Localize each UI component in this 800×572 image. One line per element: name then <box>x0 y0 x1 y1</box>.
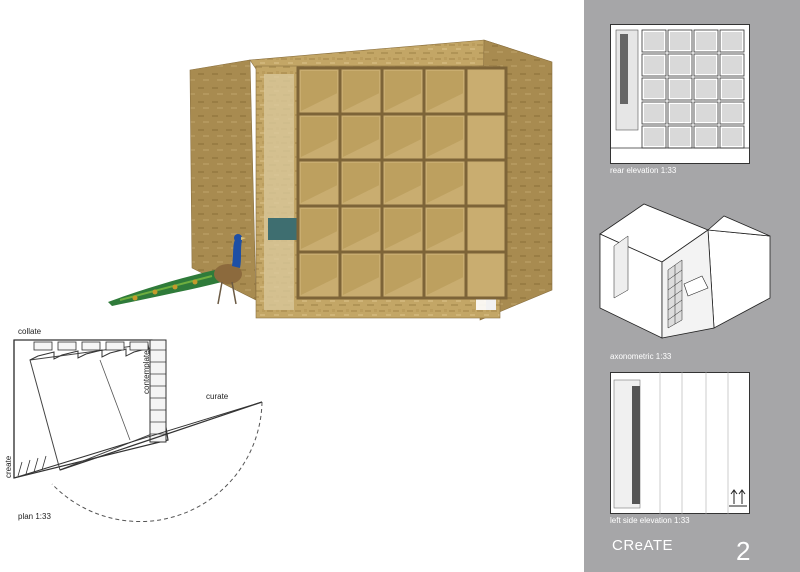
left-side-elevation-panel <box>610 372 750 514</box>
left-side-elevation-label: left side elevation 1:33 <box>610 516 690 525</box>
sidebar-panel: rear elevation 1:33 axonometric 1:33 <box>584 0 800 572</box>
plan-label-create: create <box>4 455 13 478</box>
up-arrows-icon <box>729 489 747 507</box>
rear-elevation-panel <box>610 24 750 164</box>
rear-elevation-label: rear elevation 1:33 <box>610 166 677 175</box>
plan-title: plan 1:33 <box>18 512 51 521</box>
door-swing-arc <box>51 401 263 523</box>
plan-label-contemplate: contemplate <box>142 350 151 394</box>
page-number: 2 <box>736 536 751 566</box>
sheet-title: CReATE <box>612 537 674 554</box>
axonometric-label: axonometric 1:33 <box>610 352 672 361</box>
plan-label-curate: curate <box>206 392 229 401</box>
shelving-grid <box>296 66 508 300</box>
peacock-illustration <box>108 234 246 306</box>
plan-label-collate: collate <box>18 327 42 336</box>
axonometric-drawing <box>599 203 771 339</box>
